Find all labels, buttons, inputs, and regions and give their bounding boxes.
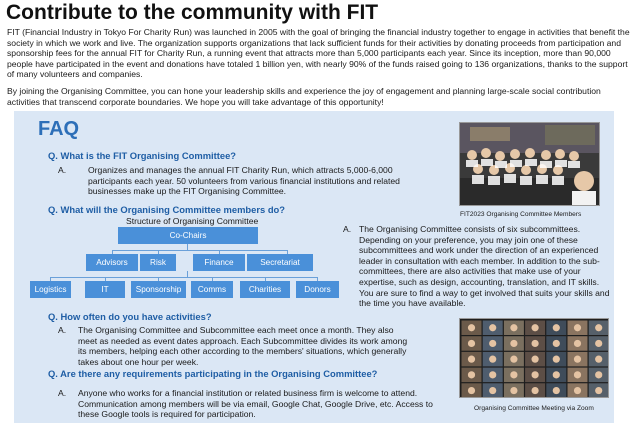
committee-group-photo: [459, 122, 600, 206]
org-box-comms: Comms: [191, 281, 233, 298]
faq-title: FAQ: [38, 118, 80, 140]
answer-2: The Organising Committee consists of six…: [359, 224, 610, 309]
org-connector: [105, 277, 106, 281]
zoom-meeting-photo: [459, 318, 609, 398]
zoom-participant-face: [573, 324, 582, 332]
zoom-participant-face: [489, 324, 497, 332]
zoom-participant-face: [531, 355, 539, 363]
org-connector: [50, 277, 51, 281]
org-connector: [265, 277, 266, 281]
zoom-participant-face: [552, 371, 560, 379]
org-connector: [212, 277, 213, 281]
org-connector: [317, 277, 318, 281]
zoom-participant-face: [510, 386, 518, 395]
question-3: Q. How often do you have activities?: [48, 311, 212, 322]
org-connector: [187, 271, 188, 277]
zoom-participant-face: [489, 339, 497, 348]
answer-3: The Organising Committee and Subcommitte…: [78, 325, 408, 367]
zoom-participant-face: [552, 386, 560, 395]
answer-2-marker: A.: [343, 224, 352, 234]
org-chart-caption: Structure of Organising Committee: [126, 216, 259, 226]
zoom-participant-face: [531, 324, 539, 332]
zoom-participant-face: [467, 371, 476, 379]
zoom-participant-face: [510, 371, 518, 379]
org-box-advisors: Advisors: [86, 254, 138, 271]
zoom-photo-caption: Organising Committee Meeting via Zoom: [474, 405, 594, 412]
question-2: Q. What will the Organising Committee me…: [48, 204, 286, 215]
zoom-participant-face: [531, 371, 539, 379]
zoom-participant-face: [531, 386, 539, 395]
zoom-participant-face: [510, 324, 518, 332]
zoom-participant-face: [552, 339, 560, 348]
answer-1: Organizes and manages the annual FIT Cha…: [88, 165, 400, 197]
org-connector: [112, 250, 288, 251]
zoom-participant-face: [510, 355, 518, 363]
zoom-participant-face: [531, 339, 539, 348]
org-box-donors: Donors: [296, 281, 339, 298]
org-connector: [112, 250, 113, 254]
zoom-participant-face: [595, 339, 603, 348]
org-box-sponsorship: Sponsorship: [131, 281, 186, 298]
question-1: Q. What is the FIT Organising Committee?: [48, 150, 237, 161]
zoom-participant-face: [595, 355, 603, 363]
org-connector: [187, 244, 188, 250]
org-connector: [219, 250, 220, 254]
org-box-secretariat: Secretariat: [247, 254, 313, 271]
invitation-paragraph: By joining the Organising Committee, you…: [7, 86, 601, 107]
zoom-participant-face: [489, 371, 497, 379]
org-connector: [50, 277, 318, 278]
zoom-participant-face: [573, 386, 582, 395]
answer-3-marker: A.: [58, 325, 67, 335]
zoom-participant-face: [489, 355, 497, 363]
org-box-co-chairs: Co-Chairs: [118, 227, 258, 244]
zoom-participant-face: [573, 355, 582, 363]
org-box-it: IT: [85, 281, 125, 298]
answer-4: Anyone who works for a financial institu…: [78, 388, 433, 420]
org-connector: [287, 250, 288, 254]
org-box-finance: Finance: [193, 254, 245, 271]
zoom-participant-face: [467, 386, 476, 395]
answer-1-marker: A.: [58, 165, 67, 175]
org-connector: [158, 277, 159, 281]
zoom-participant-face: [489, 386, 497, 395]
intro-paragraph: FIT (Financial Industry in Tokyo For Cha…: [7, 27, 630, 80]
page-title: Contribute to the community with FIT: [6, 1, 379, 24]
zoom-participant-face: [573, 339, 582, 348]
zoom-participant-face: [467, 324, 476, 332]
members-photo-caption: FIT2023 Organising Committee Members: [460, 211, 582, 218]
zoom-participant-face: [595, 386, 603, 395]
group-photo-image: [460, 123, 599, 205]
org-box-logistics: Logistics: [30, 281, 71, 298]
zoom-participant-face: [467, 355, 476, 363]
org-connector: [158, 250, 159, 254]
zoom-grid-image: [460, 319, 608, 397]
zoom-participant-face: [552, 324, 560, 332]
org-box-risk: Risk: [140, 254, 176, 271]
zoom-participant-face: [573, 371, 582, 379]
zoom-participant-face: [467, 339, 476, 348]
zoom-participant-face: [595, 371, 603, 379]
question-4: Q. Are there any requirements participat…: [48, 368, 378, 379]
org-box-charities: Charities: [240, 281, 290, 298]
zoom-participant-face: [595, 324, 603, 332]
zoom-participant-face: [510, 339, 518, 348]
zoom-participant-face: [552, 355, 560, 363]
answer-4-marker: A.: [58, 388, 67, 398]
